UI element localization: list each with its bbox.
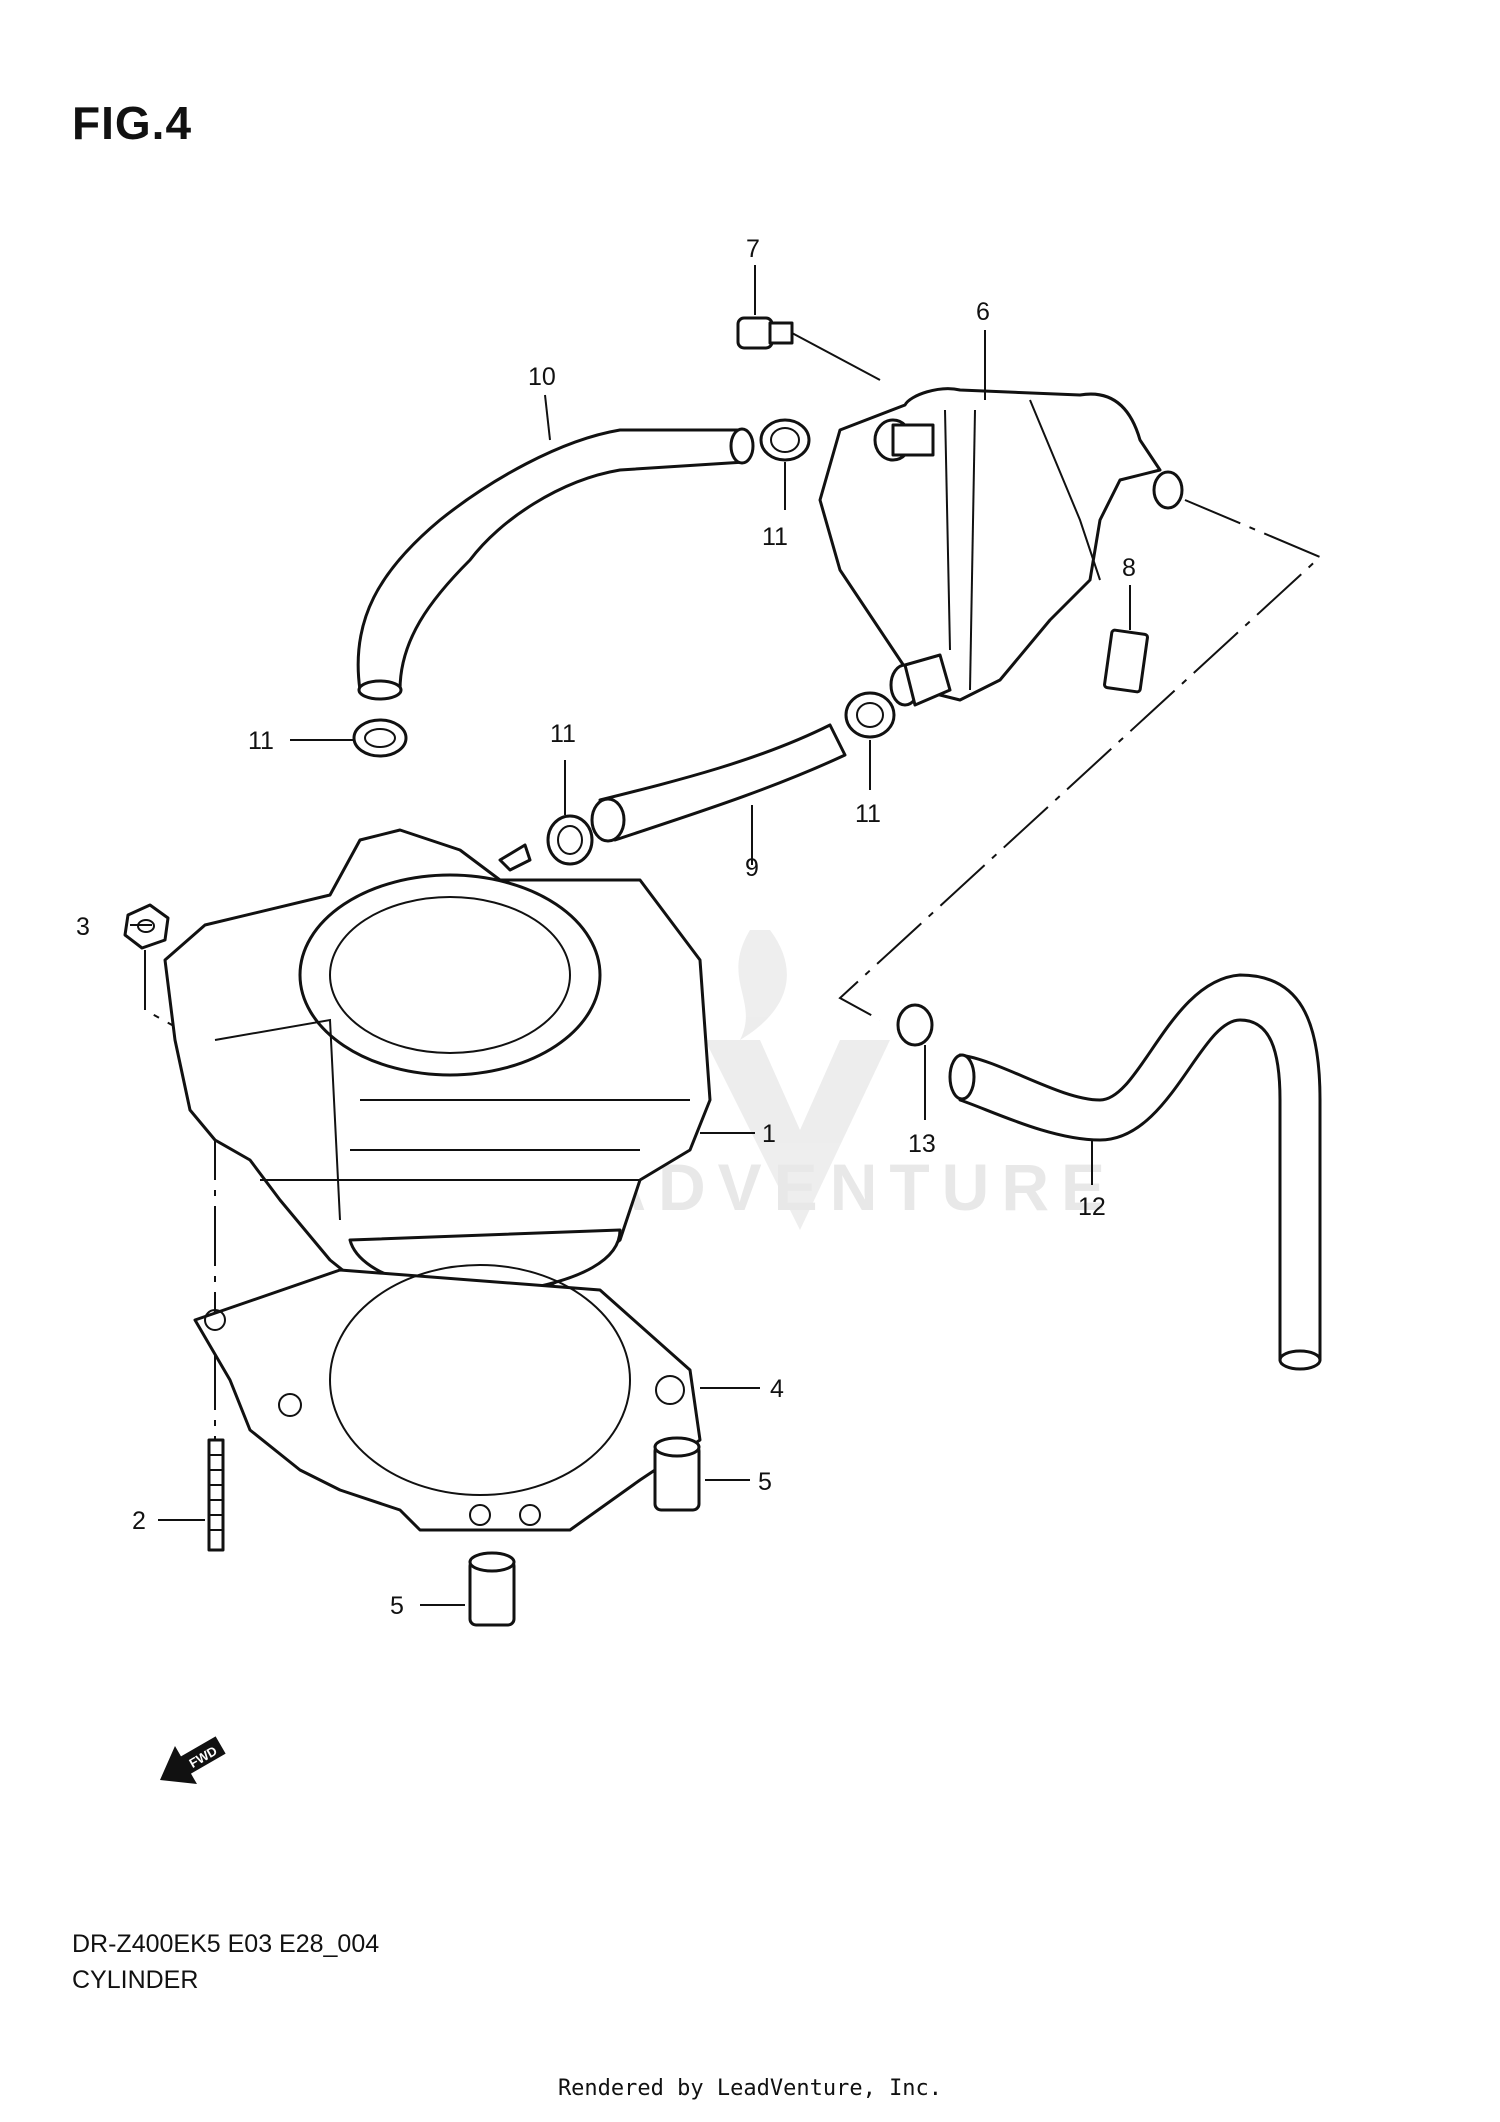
part-11-clamp-c (546, 814, 594, 866)
callout-11a: 11 (762, 523, 788, 551)
callout-1: 1 (762, 1120, 776, 1148)
callout-7: 7 (746, 235, 760, 263)
part-11-clamp-b (352, 718, 408, 758)
callout-4: 4 (770, 1375, 784, 1403)
part-4-gasket (193, 1264, 702, 1532)
callout-13: 13 (908, 1130, 936, 1158)
render-credit: Rendered by LeadVenture, Inc. (557, 2076, 943, 2101)
callout-12: 12 (1078, 1193, 1106, 1221)
assembly-line-6-13 (838, 499, 1322, 1021)
callout-9: 9 (745, 854, 759, 882)
callout-8: 8 (1122, 554, 1136, 582)
figure-title: FIG.4 (72, 97, 193, 149)
part-13-clip (896, 1003, 934, 1047)
part-8-block (1103, 628, 1149, 694)
callout-2: 2 (132, 1507, 146, 1535)
section-name: CYLINDER (72, 1966, 199, 1994)
callout-3: 3 (76, 913, 90, 941)
model-code: DR-Z400EK5 E03 E28_004 (72, 1930, 380, 1958)
part-1-cylinder (163, 828, 712, 1302)
part-11-clamp-a (759, 418, 811, 462)
part-10-hose (356, 427, 755, 701)
part-6-valve-body (818, 387, 1184, 707)
callout-11c: 11 (550, 720, 576, 748)
part-11-clamp-d (844, 691, 896, 739)
callout-5b: 5 (390, 1592, 404, 1620)
callout-10: 10 (528, 363, 556, 391)
part-9-hose (590, 723, 847, 843)
watermark-logo (705, 930, 890, 1230)
callout-11d: 11 (855, 800, 881, 828)
part-3-nut (123, 903, 170, 950)
part-5-dowel-a (653, 1436, 701, 1512)
callout-5a: 5 (758, 1468, 772, 1496)
part-7-bolt (736, 316, 881, 381)
part-2-stud (207, 1438, 225, 1552)
fwd-direction-marker: FWD (160, 1736, 226, 1785)
callout-11b: 11 (248, 727, 274, 755)
leader-lines (130, 265, 1131, 1606)
part-5-dowel-b (468, 1551, 516, 1627)
part-12-hose (948, 973, 1322, 1371)
callout-6: 6 (976, 298, 990, 326)
